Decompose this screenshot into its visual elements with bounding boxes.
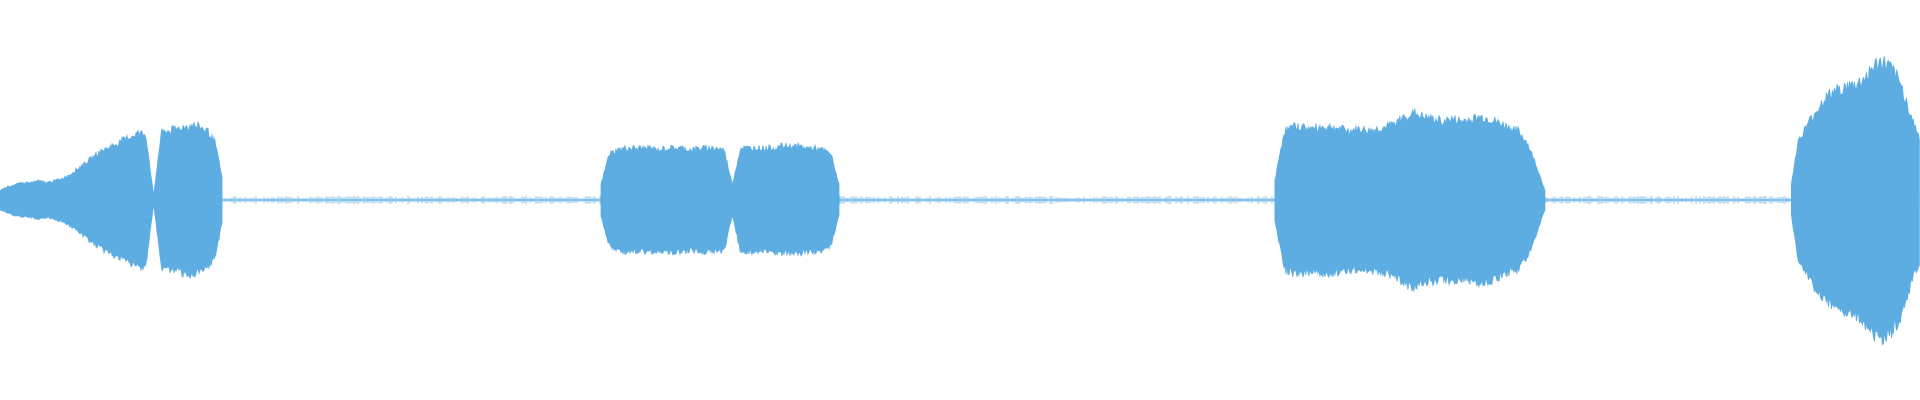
- waveform-segment-1: [0, 120, 223, 280]
- waveform-segment-3: [1274, 108, 1546, 292]
- waveform-segment-2: [600, 141, 840, 257]
- waveform-segment-4: [1791, 56, 1920, 346]
